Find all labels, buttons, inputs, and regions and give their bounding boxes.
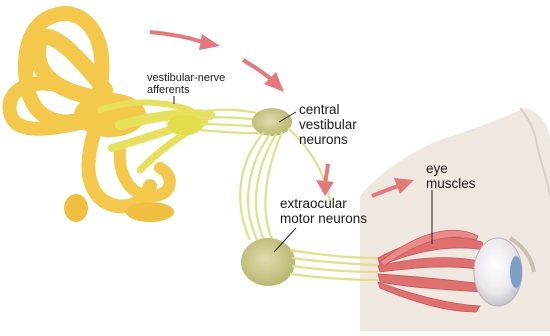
cochlea: [126, 202, 174, 222]
label-extraocular-motor-neurons: extraocular motor neurons: [280, 196, 367, 226]
label-eye-muscles: eye muscles: [426, 161, 476, 191]
arrow-1: [150, 32, 220, 50]
vestibule: [74, 93, 146, 137]
head-profile: [360, 108, 550, 331]
extraocular-motor-nucleus: [241, 238, 295, 286]
scarpa-ganglion: [167, 115, 203, 135]
label-central-vestibular-neurons: central vestibular neurons: [299, 102, 357, 147]
central-vestibular-nucleus: [252, 108, 292, 136]
arrow-2: [243, 60, 284, 92]
cornea: [510, 256, 522, 288]
label-vestibular-nerve-afferents: vestibular-nerve afferents: [147, 72, 225, 97]
